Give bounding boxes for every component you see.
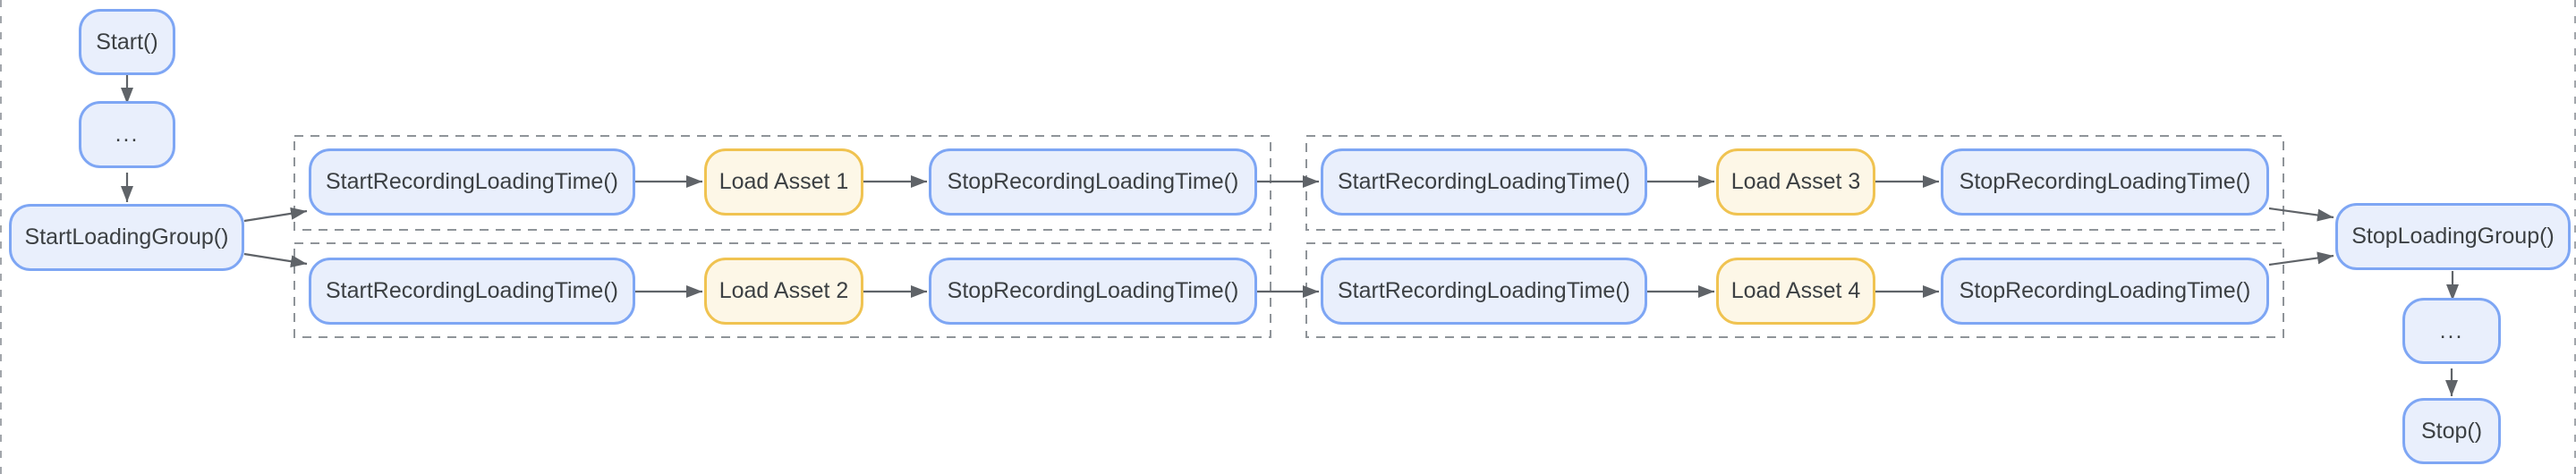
- node-stop: Stop(): [2402, 398, 2501, 464]
- node-start-recording-g2-r2: StartRecordingLoadingTime(): [1321, 258, 1647, 325]
- node-start: Start(): [79, 9, 175, 75]
- node-load-asset-3: Load Asset 3: [1716, 148, 1875, 216]
- node-load-asset-1: Load Asset 1: [704, 148, 863, 216]
- node-stop-recording-g2-r2: StopRecordingLoadingTime(): [1941, 258, 2269, 325]
- node-ellipsis-exit: ...: [2402, 298, 2501, 364]
- node-start-loading-group: StartLoadingGroup(): [9, 204, 244, 271]
- arrow-startgroup-to-row1: [243, 207, 308, 223]
- node-stop-loading-group: StopLoadingGroup(): [2335, 203, 2571, 270]
- node-stop-recording-g1-r1: StopRecordingLoadingTime(): [929, 148, 1257, 216]
- arrow-startgroup-to-row2: [243, 252, 308, 268]
- node-ellipsis-entry: ...: [79, 101, 175, 168]
- node-start-recording-g2-r1: StartRecordingLoadingTime(): [1321, 148, 1647, 216]
- arrow-g2r1-to-stopgroup: [2268, 207, 2334, 222]
- node-start-recording-g1-r1: StartRecordingLoadingTime(): [309, 148, 635, 216]
- node-start-recording-g1-r2: StartRecordingLoadingTime(): [309, 258, 635, 325]
- node-load-asset-2: Load Asset 2: [704, 258, 863, 325]
- loading-group-1-row-1-box: [293, 135, 1271, 231]
- node-load-asset-4: Load Asset 4: [1716, 258, 1875, 325]
- arrow-g2r2-to-stopgroup: [2268, 251, 2334, 267]
- node-stop-recording-g2-r1: StopRecordingLoadingTime(): [1941, 148, 2269, 216]
- loading-group-1-row-2-box: [293, 242, 1271, 338]
- node-stop-recording-g1-r2: StopRecordingLoadingTime(): [929, 258, 1257, 325]
